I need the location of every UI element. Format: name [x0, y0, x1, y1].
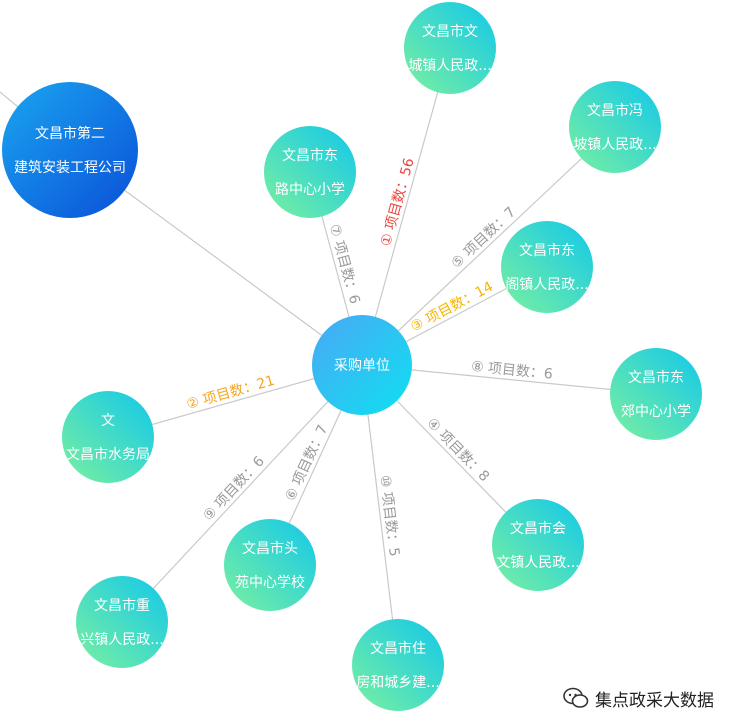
node-circle [352, 619, 444, 711]
node-label: 坡镇人民政... [573, 137, 656, 153]
node-circle [62, 391, 154, 483]
watermark-text: 集点政采大数据 [595, 690, 714, 710]
node-label: 文镇人民政... [496, 555, 579, 571]
node-n6[interactable]: 文昌市冯坡镇人民政... [569, 81, 661, 173]
node-label: 文昌市住 [370, 640, 426, 657]
edge-label-n7: ⑥ 项目数：7 [283, 423, 332, 504]
node-circle [2, 82, 138, 218]
node-n2[interactable]: 文昌市文城镇人民政... [404, 2, 496, 94]
node-n11[interactable]: 文昌市住房和城乡建... [352, 619, 444, 711]
watermark: 集点政采大数据 [563, 683, 714, 713]
node-n4[interactable]: 文昌市东阁镇人民政... [501, 221, 593, 313]
node-circle [76, 576, 168, 668]
wechat-icon [563, 687, 589, 708]
node-label: 郊中心小学 [621, 403, 691, 420]
node-label: 兴镇人民政... [80, 632, 163, 648]
node-label: 文昌市东 [628, 369, 684, 386]
node-label: 建筑安装工程公司 [14, 160, 126, 176]
node-label: 阁镇人民政... [505, 277, 588, 293]
node-label: 路中心小学 [275, 182, 345, 198]
node-label: 文昌市会 [510, 520, 566, 537]
node-label: 文昌市东 [519, 242, 575, 259]
node-circle [404, 2, 496, 94]
node-circle [224, 519, 316, 611]
node-circle [264, 126, 356, 218]
center-node[interactable]: 采购单位 [312, 315, 412, 415]
edge-label-n9: ⑧ 项目数：6 [470, 359, 553, 383]
center-circle [312, 315, 412, 415]
node-label: 文 [101, 413, 115, 429]
center-label: 采购单位 [334, 358, 390, 374]
node-label: 文昌市水务局 [66, 446, 150, 463]
node-circle [492, 499, 584, 591]
node-n10[interactable]: 文昌市重兴镇人民政... [76, 576, 168, 668]
node-label: 文昌市第二 [35, 125, 105, 142]
nodes: 文昌市第二建筑安装工程公司文昌市文城镇人民政...文文昌市水务局文昌市东阁镇人民… [2, 2, 702, 711]
edge-n11 [361, 364, 399, 666]
node-label: 文昌市重 [94, 597, 150, 614]
edge-label-n4: ③ 项目数：14 [408, 279, 496, 336]
node-label: 城镇人民政... [408, 58, 491, 74]
node-label: 文昌市东 [282, 147, 338, 164]
edge-n6 [361, 126, 616, 366]
node-label: 房和城乡建... [356, 675, 439, 691]
node-circle [569, 81, 661, 173]
edge-label-n8: ⑦ 项目数：6 [326, 223, 363, 306]
edge-label-n5: ④ 项目数：8 [423, 415, 492, 485]
node-circle [501, 221, 593, 313]
node-label: 文昌市文 [422, 23, 478, 40]
node-label: 苑中心学校 [235, 574, 305, 591]
node-label: 文昌市冯 [587, 102, 643, 119]
node-n5[interactable]: 文昌市会文镇人民政... [492, 499, 584, 591]
edge-label-n10: ⑨ 项目数：6 [200, 453, 268, 524]
node-circle [610, 348, 702, 440]
node-label: 文昌市头 [242, 540, 298, 557]
edge-n2 [361, 47, 451, 366]
edge-n10 [121, 364, 363, 623]
